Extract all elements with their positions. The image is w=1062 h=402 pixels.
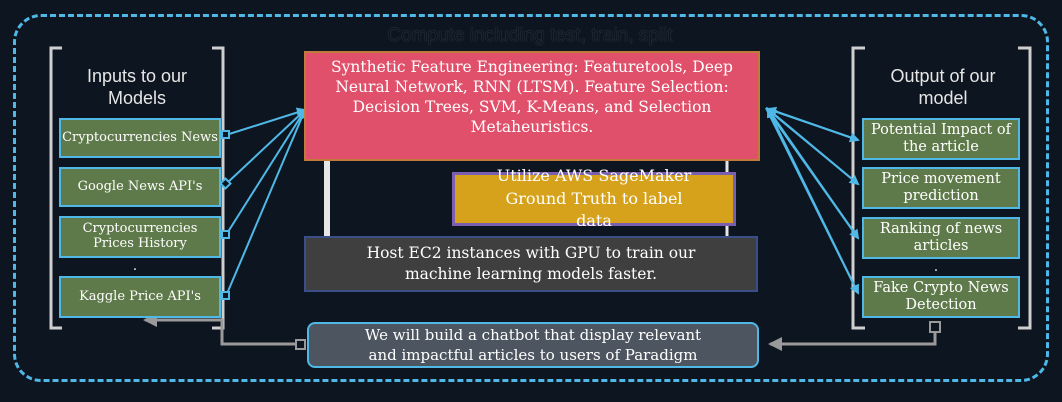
- inputs-heading: Inputs to our Models: [86, 66, 188, 108]
- output-item-ranking: Ranking of news articles: [862, 217, 1020, 259]
- arrow-input-2: [225, 108, 307, 185]
- inputs-bracket-right: [212, 46, 225, 330]
- output-item-potential-impact: Potential Impact of the article: [862, 118, 1020, 160]
- outputs-bracket-right: [1018, 46, 1032, 330]
- arrow-chatbot-to-inputs: [143, 313, 300, 346]
- inputs-ellipsis: .: [132, 258, 138, 274]
- arrow-input-4: [225, 108, 307, 297]
- output-item-price-movement: Price movement prediction: [862, 167, 1020, 209]
- input-item-cryptocurrencies-news: Cryptocurrencies News: [59, 118, 221, 158]
- outputs-ellipsis: .: [933, 259, 939, 275]
- sagemaker-box: Utilize AWS SageMaker Ground Truth to la…: [452, 166, 736, 230]
- chatbot-box: We will build a chatbot that display rel…: [307, 322, 759, 368]
- outputs-heading: Output of our model: [890, 66, 996, 108]
- arrow-input-3: [225, 108, 307, 236]
- output-item-fake-news: Fake Crypto News Detection: [862, 276, 1020, 318]
- input-item-google-news-api: Google News API's: [59, 167, 221, 207]
- input-item-cryptocurrencies-prices-history: Cryptocurrencies Prices History: [59, 216, 221, 258]
- arrow-input-1: [225, 107, 307, 136]
- inputs-bracket-left: [49, 46, 62, 330]
- feature-engineering-box: Synthetic Feature Engineering: Featureto…: [304, 51, 760, 161]
- outputs-bracket-left: [851, 46, 865, 330]
- diagram-title: Compute including test, train, split: [387, 25, 673, 46]
- arrow-outputs-to-chatbot: [768, 328, 937, 351]
- input-item-kaggle-price-api: Kaggle Price API's: [59, 276, 221, 318]
- compute-region: [13, 14, 1049, 382]
- ec2-box: Host EC2 instances with GPU to train our…: [304, 236, 758, 292]
